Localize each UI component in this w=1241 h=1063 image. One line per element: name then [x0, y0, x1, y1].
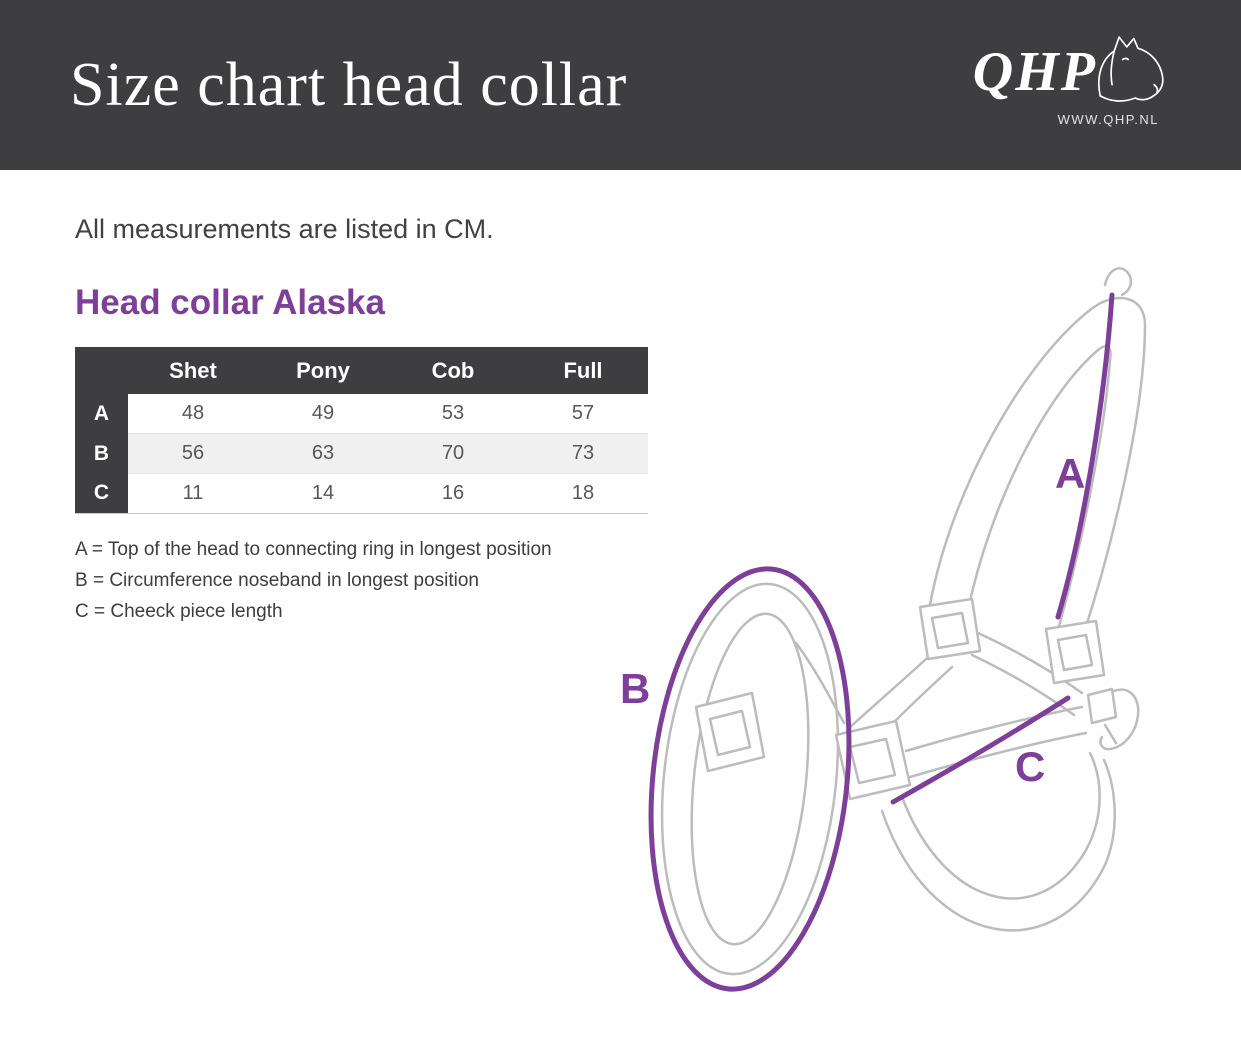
- cell-a-shet: 48: [181, 402, 205, 424]
- cell-c-pony: 14: [258, 473, 388, 514]
- snap-hook-body: [1099, 688, 1140, 751]
- lower-loop-edge1: [900, 751, 1101, 900]
- halter-diagram: A B C: [600, 255, 1220, 1055]
- noseband-outer: [660, 582, 840, 976]
- column-header-shet: Shet: [128, 347, 258, 394]
- column-header-pony: Pony: [258, 347, 388, 394]
- cell-b-cob: 70: [388, 433, 518, 474]
- crown-strap-outer: [928, 296, 1147, 647]
- crown-ring-inner: [930, 611, 970, 650]
- diagram-label-a: A: [1055, 450, 1085, 497]
- lower-loop-edge2: [880, 758, 1116, 932]
- cell-b-full: 73: [518, 433, 648, 474]
- chin-strap-edge1: [904, 705, 1084, 753]
- cell-a-pony: 49: [311, 402, 335, 424]
- cell-a-cob: 53: [441, 402, 465, 424]
- section-title: Head collar Alaska: [75, 283, 385, 322]
- noseband-inner: [690, 612, 810, 946]
- size-table-body: A 48 49 53 57 B 56 63 70 73 C 11 14: [75, 394, 648, 514]
- main-content: All measurements are listed in CM. Head …: [75, 170, 655, 627]
- page-title: Size chart head collar: [70, 50, 628, 119]
- snap-hook-gate: [1103, 723, 1118, 745]
- cell-c-full: 18: [518, 473, 648, 514]
- crown-buckle-inner: [1056, 633, 1094, 672]
- cell-c-shet: 11: [128, 473, 258, 514]
- brand-website: WWW.QHP.NL: [1057, 111, 1159, 127]
- column-header-full: Full: [518, 347, 648, 394]
- legend-item-c: C = Cheeck piece length: [75, 601, 283, 622]
- legend-item-a: A = Top of the head to connecting ring i…: [75, 539, 552, 560]
- crown-ring: [918, 597, 982, 661]
- brand-logo-row: QHP: [972, 35, 1173, 110]
- diagram-label-c: C: [1015, 743, 1045, 790]
- brand-logo: QHP WWW.QHP.NL: [972, 35, 1173, 127]
- column-header-cob: Cob: [388, 347, 518, 394]
- halter-drawing: A B C: [620, 267, 1147, 992]
- measurement-line-c: [890, 695, 1071, 805]
- chin-strap-edge2: [908, 731, 1088, 779]
- cheek-buckle-inner: [848, 737, 897, 785]
- diagram-label-b: B: [620, 665, 650, 712]
- crown-buckle: [1044, 619, 1106, 685]
- measurement-line-b: [648, 566, 852, 992]
- throat-strap-edge1: [976, 631, 1084, 695]
- horse-head-icon: [1098, 35, 1164, 102]
- legend-item-b: B = Circumference noseband in longest po…: [75, 570, 479, 591]
- header-row: Shet Pony Cob Full: [75, 347, 648, 394]
- measurement-note: All measurements are listed in CM.: [75, 214, 494, 244]
- throat-strap-edge2: [970, 653, 1076, 717]
- size-table-head: Shet Pony Cob Full: [75, 347, 648, 394]
- nose-strap: [794, 641, 846, 725]
- cell-b-pony: 63: [258, 433, 388, 474]
- size-table: Shet Pony Cob Full A 48 49 53 57 B 56 63: [75, 347, 648, 514]
- header-bar: Size chart head collar QHP WWW.QHP.NL: [0, 0, 1241, 170]
- crown-tip: [1103, 267, 1133, 297]
- legend: A = Top of the head to connecting ring i…: [75, 534, 655, 627]
- table-row-c: C 11 14 16 18: [75, 473, 648, 514]
- cell-a-full: 57: [571, 402, 595, 424]
- noseband-square: [694, 691, 766, 773]
- row-label-b: B: [75, 433, 128, 474]
- row-label-c: C: [75, 473, 128, 514]
- cell-b-shet: 56: [128, 433, 258, 474]
- table-row-b: B 56 63 70 73: [75, 433, 648, 474]
- cheek-strap-edge1: [846, 657, 928, 731]
- snap-hook-ring: [1086, 687, 1118, 725]
- brand-name: QHP: [972, 40, 1097, 103]
- row-label-a: A: [75, 394, 128, 434]
- measurement-line-a: [1055, 292, 1115, 620]
- table-row-a: A 48 49 53 57: [75, 394, 648, 434]
- cell-c-cob: 16: [388, 473, 518, 514]
- table-corner-cell: [75, 347, 128, 394]
- noseband-square-inner: [708, 709, 752, 757]
